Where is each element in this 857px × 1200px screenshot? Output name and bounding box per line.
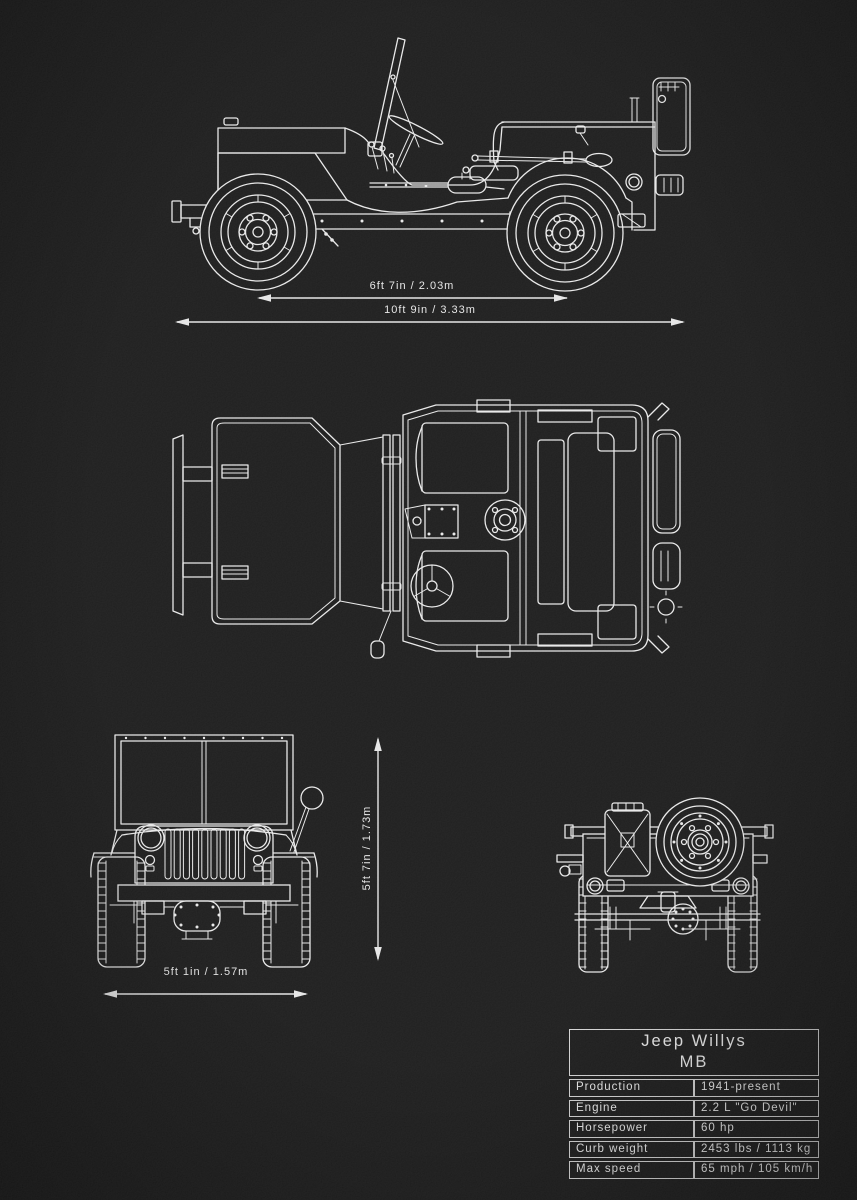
taillight [655, 174, 684, 196]
spec-value: 60 hp [694, 1120, 819, 1138]
spec-value: 2.2 L "Go Devil" [694, 1099, 819, 1118]
spec-row-curb-weight: Curb weight 2453 lbs / 1113 kg [569, 1140, 819, 1159]
grille [134, 825, 274, 884]
front-bumper [172, 434, 184, 616]
width-label: 5ft 1in / 1.57m [163, 966, 249, 978]
spec-label: Curb weight [569, 1140, 694, 1159]
side-view-drawing [171, 37, 691, 292]
windshield-folded [382, 434, 391, 612]
spec-row-production: Production 1941-present [569, 1079, 819, 1097]
top-view-drawing [172, 399, 683, 659]
width-arrow [103, 990, 308, 998]
spec-title-line2: MB [679, 1052, 709, 1071]
spare-hub [484, 499, 526, 541]
spec-table: Jeep Willys MB Production 1941-present E… [569, 1026, 819, 1182]
spec-row-max-speed: Max speed 65 mph / 105 km/h [569, 1161, 819, 1179]
spare-tire [655, 797, 745, 887]
steering-wheel [410, 564, 454, 608]
tire-left [97, 856, 146, 968]
front-view-drawing [90, 734, 324, 968]
spec-row-horsepower: Horsepower 60 hp [569, 1120, 819, 1138]
rear-wheel [506, 174, 624, 292]
tire-right [262, 856, 311, 968]
driver-seat [421, 550, 509, 622]
front-bumper [117, 884, 291, 902]
passenger-seat [421, 422, 509, 494]
overall-length-arrow [175, 318, 685, 326]
spec-title-line1: Jeep Willys [641, 1032, 747, 1050]
headlight-left [137, 824, 165, 852]
spec-value: 1941-present [694, 1079, 819, 1097]
mirror [370, 640, 385, 659]
height-label: 5ft 7in / 1.73m [361, 805, 373, 891]
front-wheel [199, 173, 317, 291]
jerry-can [652, 77, 691, 156]
spec-value: 65 mph / 105 km/h [694, 1161, 819, 1179]
windshield [114, 734, 294, 831]
jerry-can [604, 802, 651, 877]
spec-value: 2453 lbs / 1113 kg [694, 1140, 819, 1159]
spec-label: Engine [569, 1099, 694, 1118]
overall-length-label: 10ft 9in / 3.33m [384, 304, 476, 316]
spec-table-title: Jeep Willys MB [569, 1029, 819, 1077]
headlight-right [243, 824, 271, 852]
spec-row-engine: Engine 2.2 L "Go Devil" [569, 1099, 819, 1118]
spec-label: Horsepower [569, 1120, 694, 1138]
wheelbase-label: 6ft 7in / 2.03m [369, 280, 455, 292]
spec-label: Production [569, 1079, 694, 1097]
rear-view-drawing [556, 797, 774, 973]
mirror [300, 786, 324, 810]
spec-label: Max speed [569, 1161, 694, 1179]
